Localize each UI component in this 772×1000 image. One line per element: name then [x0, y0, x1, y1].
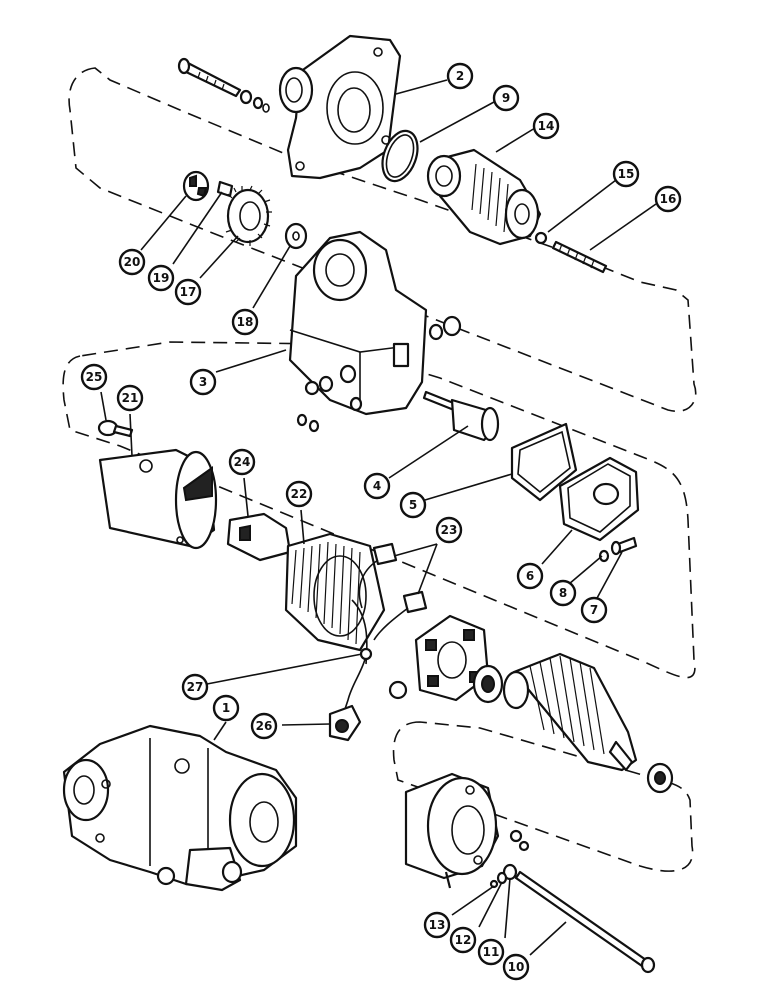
leader-lines [100, 79, 657, 956]
svg-text:14: 14 [538, 119, 555, 133]
callout-14: 14 [532, 112, 560, 140]
field-coil [284, 532, 386, 665]
svg-text:10: 10 [508, 960, 525, 974]
svg-text:20: 20 [124, 255, 141, 269]
pinion-retainer [182, 170, 210, 202]
svg-text:15: 15 [618, 167, 635, 181]
yoke-screw [97, 419, 134, 438]
callout-12: 12 [449, 926, 477, 954]
starter-motor-assembly [62, 724, 298, 892]
svg-text:18: 18 [237, 315, 254, 329]
middle-assembly-group-outline [62, 341, 696, 679]
cover-washer [598, 549, 610, 563]
svg-text:9: 9 [502, 91, 510, 105]
callout-19: 19 [147, 264, 175, 292]
solenoid-plunger [422, 390, 500, 442]
callout-26: 26 [250, 712, 278, 740]
idler-gear [225, 185, 272, 246]
callout-18: 18 [231, 308, 259, 336]
callout-25: 25 [80, 363, 108, 391]
svg-text:27: 27 [187, 680, 204, 694]
upper-assembly-group-outline [68, 67, 697, 413]
svg-text:12: 12 [455, 933, 472, 947]
callout-17: 17 [174, 278, 202, 306]
callout-4: 4 [363, 472, 391, 500]
brushes [358, 542, 428, 641]
svg-text:22: 22 [291, 487, 308, 501]
svg-text:25: 25 [86, 370, 103, 384]
svg-text:19: 19 [153, 271, 170, 285]
svg-text:23: 23 [441, 523, 458, 537]
callout-27: 27 [181, 673, 209, 701]
svg-text:1: 1 [222, 701, 230, 715]
solenoid-gasket [510, 422, 578, 502]
callout-7: 7 [580, 596, 608, 624]
gear-housing [288, 230, 428, 416]
callout-3: 3 [189, 368, 217, 396]
svg-text:4: 4 [373, 479, 381, 493]
svg-text:21: 21 [122, 391, 139, 405]
svg-text:5: 5 [409, 498, 417, 512]
drive-end-housing [278, 34, 402, 180]
callout-23: 23 [435, 516, 463, 544]
bolt-washer-small [489, 879, 499, 889]
wire-terminal [328, 704, 362, 742]
svg-text:3: 3 [199, 375, 207, 389]
callout-20: 20 [118, 248, 146, 276]
bolt-washer-medium [496, 871, 508, 885]
callout-11: 11 [477, 938, 505, 966]
pinion-clutch [426, 148, 542, 246]
solenoid-cover [558, 456, 640, 542]
svg-text:11: 11 [483, 945, 500, 959]
callout-15: 15 [612, 160, 640, 188]
through-bolt-lower [514, 870, 656, 974]
svg-text:8: 8 [559, 586, 567, 600]
callout-22: 22 [285, 480, 313, 508]
svg-text:2: 2 [456, 69, 464, 83]
callout-24: 24 [228, 448, 256, 476]
end-frame-nuts [509, 829, 530, 852]
cover-screw [610, 536, 638, 556]
callout-5: 5 [399, 491, 427, 519]
yoke [98, 448, 218, 550]
svg-text:7: 7 [590, 603, 598, 617]
thrust-washer [284, 222, 308, 250]
callout-8: 8 [549, 579, 577, 607]
callout-6: 6 [516, 562, 544, 590]
o-ring [381, 129, 419, 183]
return-spring [551, 240, 608, 274]
through-bolt-upper [177, 57, 270, 113]
steel-ball [534, 231, 548, 245]
callout-1: 1 [212, 694, 240, 722]
callout-13: 13 [423, 911, 451, 939]
svg-text:16: 16 [660, 192, 677, 206]
svg-text:6: 6 [526, 569, 534, 583]
commutator-end-frame [404, 772, 500, 889]
callout-9: 9 [492, 84, 520, 112]
svg-text:26: 26 [256, 719, 273, 733]
svg-text:24: 24 [234, 455, 251, 469]
insulator-pad [226, 512, 292, 562]
svg-text:13: 13 [429, 918, 446, 932]
lower-assembly-group-outline [392, 721, 694, 872]
callout-21: 21 [116, 384, 144, 412]
callout-16: 16 [654, 185, 682, 213]
armature-bearing-front [472, 664, 504, 704]
svg-text:17: 17 [180, 285, 197, 299]
armature-bearing-rear [646, 762, 674, 794]
housing-nuts [296, 315, 462, 433]
armature [502, 652, 638, 772]
callout-10: 10 [502, 953, 530, 981]
callout-2: 2 [446, 62, 474, 90]
